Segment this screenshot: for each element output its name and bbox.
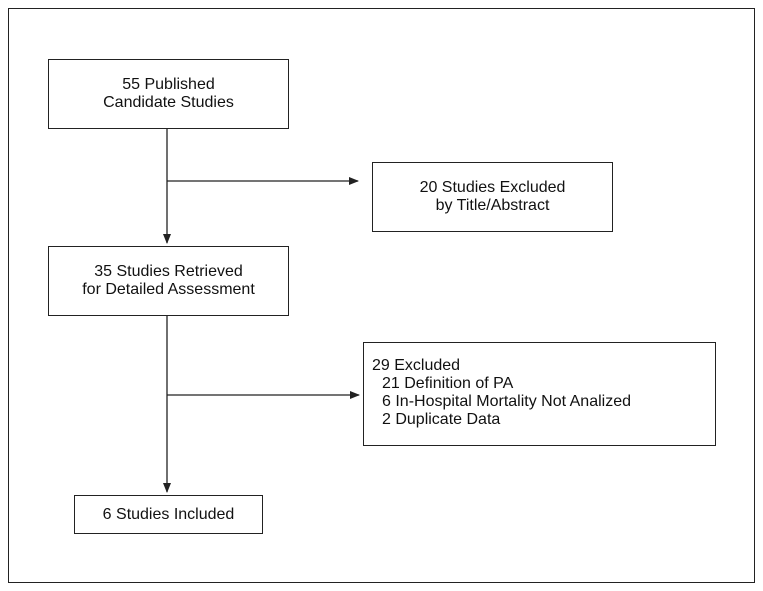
- studies-retrieved-line1: 35 Studies Retrieved: [94, 263, 243, 280]
- candidate-studies-line1: 55 Published: [122, 76, 215, 93]
- studies-included-line1: 6 Studies Included: [102, 505, 235, 523]
- studies-retrieved-box: 35 Studies Retrieved for Detailed Assess…: [48, 246, 289, 316]
- diagram-frame: [8, 8, 755, 583]
- excluded-by-title-box: 20 Studies Excluded by Title/Abstract: [372, 162, 613, 232]
- excluded-details-heading: 29 Excluded: [372, 357, 461, 374]
- candidate-studies-box: 55 Published Candidate Studies: [48, 59, 289, 129]
- candidate-studies-line2: Candidate Studies: [103, 94, 234, 111]
- excluded-reason-definition: 21 Definition of PA: [382, 375, 514, 392]
- studies-included-box: 6 Studies Included: [74, 495, 263, 534]
- excluded-by-title-line2: by Title/Abstract: [435, 197, 550, 214]
- studies-retrieved-line2: for Detailed Assessment: [82, 281, 255, 298]
- excluded-reason-duplicate: 2 Duplicate Data: [382, 411, 501, 428]
- excluded-by-title-line1: 20 Studies Excluded: [419, 179, 566, 196]
- excluded-reason-mortality: 6 In-Hospital Mortality Not Analized: [382, 393, 631, 410]
- excluded-details-box: 29 Excluded 21 Definition of PA 6 In-Hos…: [363, 342, 716, 446]
